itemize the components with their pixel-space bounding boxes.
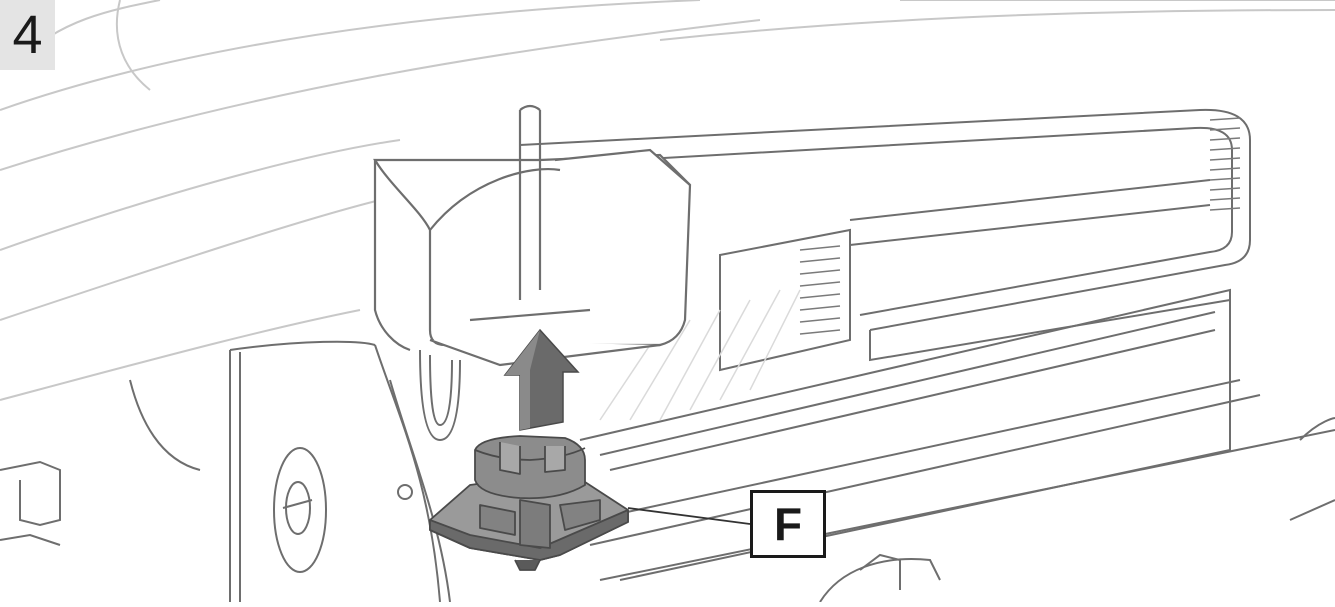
up-arrow-icon <box>503 328 580 431</box>
rail-assembly <box>519 108 1335 581</box>
mounting-slot <box>419 349 461 442</box>
lower-frame <box>0 340 941 603</box>
rail-slot-hatching <box>799 117 1241 335</box>
step-number-label: 4 <box>12 5 43 65</box>
callout-f: F <box>750 490 826 558</box>
callout-f-label: F <box>773 498 803 550</box>
clip-part-f <box>429 435 629 571</box>
callout-leader-line <box>627 507 751 525</box>
step-number: 4 <box>0 0 55 70</box>
bracket-housing <box>373 104 692 367</box>
